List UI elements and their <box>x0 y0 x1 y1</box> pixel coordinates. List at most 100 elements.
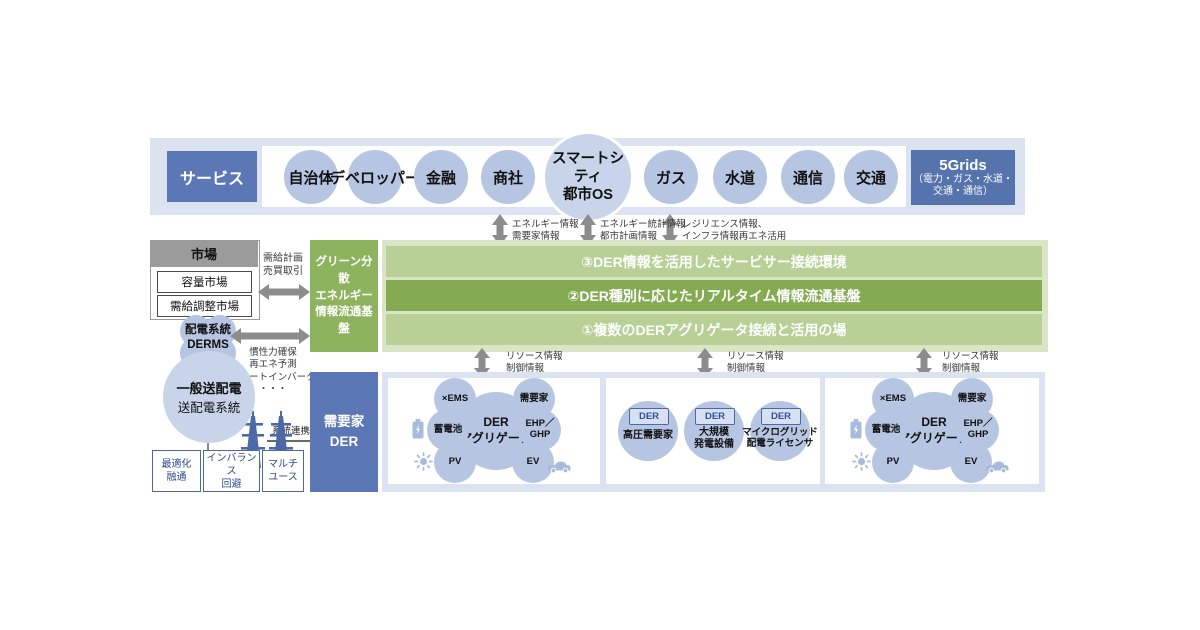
satellite-pv: PV <box>434 441 476 483</box>
market-arrow-label: 需給計画 売買取引 <box>263 253 303 277</box>
service-circle-gas: ガス <box>644 150 698 204</box>
double-arrow-icon <box>492 214 508 246</box>
tso-line2: 送配電系統 <box>177 401 241 415</box>
service-circle-developer: デベロッパー <box>330 150 420 204</box>
sun-icon <box>852 452 871 471</box>
der-type-label-largegen: 大規模 発電設備 <box>694 427 734 450</box>
feature-label: 最適化 融通 <box>161 459 192 483</box>
platform-bar-1: ①複数のDERアグリゲータ接続と活用の場 <box>386 314 1042 345</box>
circle-label: 水道 <box>724 169 755 187</box>
double-arrow-icon <box>230 328 310 344</box>
der-chip-label: DER <box>770 411 792 422</box>
circle-label: 交通 <box>855 169 886 187</box>
5grids-subtitle: （電力・ガス・水道・ 交通・通信） <box>913 173 1013 198</box>
5grids-box: 5Grids （電力・ガス・水道・ 交通・通信） <box>911 150 1015 205</box>
satellite-label: PV <box>886 455 900 467</box>
circle-label: 商社 <box>492 169 523 187</box>
flow-label-resource: リソース情報 制御情報 <box>506 351 563 375</box>
satellite-label: 需要家 <box>957 392 987 404</box>
market-item-label: 需給調整市場 <box>170 301 239 313</box>
satellite-label: EHP／ GHP <box>525 418 555 440</box>
double-arrow-icon <box>916 348 932 378</box>
service-circle-transport: 交通 <box>844 150 898 204</box>
feature-box-optimization: 最適化 融通 <box>152 450 201 492</box>
der-chip-label: DER <box>638 411 660 422</box>
flow-label-energy-info: エネルギー情報 需要家情報 <box>512 219 579 243</box>
car-icon <box>986 461 1009 473</box>
platform-bar-3: ③DER情報を活用したサービサー接続環境 <box>386 246 1042 277</box>
service-label: サービス <box>179 170 244 188</box>
service-label-box: サービス <box>167 151 257 202</box>
interconnect-line <box>267 440 310 442</box>
circle-label: ガス <box>655 169 686 187</box>
feature-box-imbalance: インバランス 回避 <box>203 450 260 492</box>
satellite-label: EHP／ GHP <box>963 418 993 440</box>
bar-label: ③DER情報を活用したサービサー接続環境 <box>581 253 847 270</box>
bar-label: ②DER種別に応じたリアルタイム情報流通基盤 <box>567 287 861 304</box>
double-arrow-icon <box>697 348 713 378</box>
flow-label-resource: リソース情報 制御情報 <box>942 351 999 375</box>
der-type-label-microgrid: マイクログリッド 配電ライセンサ <box>742 427 818 450</box>
circle-label: 通信 <box>792 169 823 187</box>
double-arrow-icon <box>662 214 678 246</box>
satellite-label: EV <box>964 455 978 467</box>
demand-der-box: 需要家 DER <box>310 372 378 492</box>
service-circle-finance: 金融 <box>414 150 468 204</box>
platform-bar-2: ②DER種別に応じたリアルタイム情報流通基盤 <box>386 280 1042 311</box>
derms-arrow-note: 慣性力確保 再エネ予測 スマートインバータ ・・・ <box>230 347 316 396</box>
double-arrow-icon <box>258 284 310 300</box>
der-chip: DER <box>761 408 801 425</box>
connector-line <box>207 441 209 456</box>
service-circle-municipality: 自治体 <box>284 150 338 204</box>
flow-label-energy-stats: エネルギー統計情報 都市計画情報 <box>600 219 686 243</box>
satellite-label: ×EMS <box>441 392 469 404</box>
market-item-balancing: 需給調整市場 <box>157 295 252 317</box>
satellite-label: EV <box>526 455 540 467</box>
derms-label: 配電系統 DERMS <box>185 324 231 351</box>
double-arrow-icon <box>580 214 596 246</box>
market-header: 市場 <box>150 240 258 267</box>
satellite-label: 蓄電池 <box>871 423 901 435</box>
demand-der-label: 需要家 DER <box>323 413 365 449</box>
market-item-capacity: 容量市場 <box>157 271 252 293</box>
aggregator-label: DER アグリゲータ <box>460 415 532 445</box>
smart-city-os-circle: スマートシティ 都市OS <box>545 134 631 220</box>
double-arrow-icon <box>474 348 490 378</box>
service-circle-trading: 商社 <box>481 150 535 204</box>
der-chip: DER <box>629 408 669 425</box>
aggregator-label: DER アグリゲータ <box>898 415 970 445</box>
satellite-label: PV <box>448 455 462 467</box>
os-circle-label: スマートシティ 都市OS <box>551 150 625 204</box>
feature-label: マルチ ユース <box>268 459 298 483</box>
battery-icon <box>412 419 424 439</box>
satellite-ev: EV <box>950 441 992 483</box>
battery-icon <box>850 419 862 439</box>
sun-icon <box>414 452 433 471</box>
market-title: 市場 <box>190 247 217 262</box>
5grids-title: 5Grids <box>939 156 987 174</box>
tso-circle: 一般送配電 送配電系統 <box>163 351 255 443</box>
circle-label: デベロッパー <box>330 169 421 187</box>
flow-label-resource: リソース情報 制御情報 <box>727 351 784 375</box>
green-energy-platform-box: グリーン分散 エネルギー 情報流通基盤 <box>310 240 378 352</box>
satellite-pv: PV <box>872 441 914 483</box>
satellite-label: 需要家 <box>519 392 549 404</box>
bar-label: ①複数のDERアグリゲータ接続と活用の場 <box>581 321 847 338</box>
flow-label-resilience: レジリエンス情報、 インフラ情報再エネ活用 <box>682 219 787 243</box>
circle-label: 金融 <box>425 169 456 187</box>
feature-label: インバランス 回避 <box>206 452 257 490</box>
feature-box-multiuse: マルチ ユース <box>262 450 304 492</box>
satellite-label: ×EMS <box>879 392 907 404</box>
market-item-label: 容量市場 <box>181 277 228 289</box>
green-platform-label: グリーン分散 エネルギー 情報流通基盤 <box>315 256 373 335</box>
car-icon <box>548 461 571 473</box>
service-circle-water: 水道 <box>713 150 767 204</box>
interconnect-label: 系統連携 <box>272 426 311 437</box>
satellite-ev: EV <box>512 441 554 483</box>
der-type-label-hv: 高圧需要家 <box>623 430 673 441</box>
der-chip-label: DER <box>704 411 726 422</box>
satellite-label: 蓄電池 <box>433 423 463 435</box>
circle-label: 自治体 <box>288 169 334 187</box>
tso-line1: 一般送配電 <box>176 381 242 396</box>
